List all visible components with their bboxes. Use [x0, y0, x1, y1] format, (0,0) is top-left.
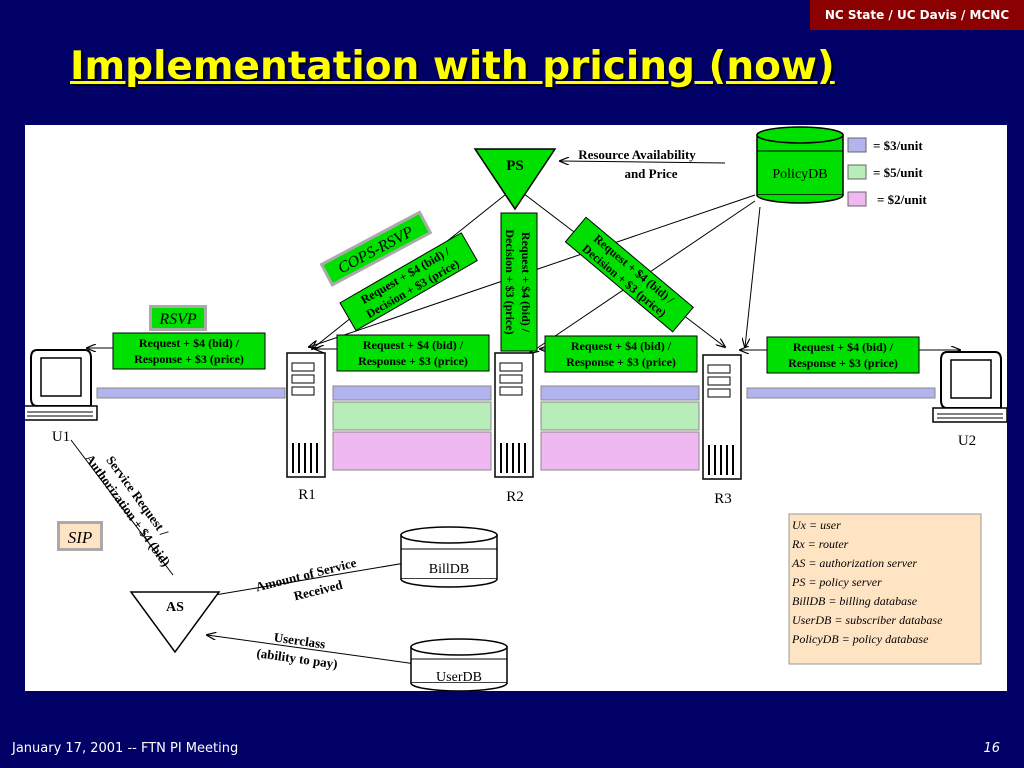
svg-text:UserDB = subscriber database: UserDB = subscriber database: [792, 613, 943, 627]
u2-label: U2: [958, 433, 976, 449]
price-legend: = $3/unit = $5/unit = $2/unit: [847, 137, 927, 207]
policydb-label: PolicyDB: [772, 167, 827, 182]
svg-text:Request + $4 (bid) /: Request + $4 (bid) /: [793, 340, 894, 354]
svg-text:PS = policy server: PS = policy server: [791, 575, 882, 589]
page-number: 16: [983, 741, 1000, 756]
link-r1-r2-5unit: [332, 401, 492, 431]
svg-text:AS = authorization server: AS = authorization server: [791, 556, 917, 570]
link-u1-r1: [96, 387, 286, 399]
diagram-canvas: PS Resource Availability and Price Polic…: [25, 125, 1007, 691]
label-userclass: Userclass (ability to pay): [256, 630, 339, 672]
router-r2-icon: [494, 352, 534, 478]
resource-label-1: Resource Availability: [578, 147, 696, 162]
r1-label: R1: [298, 487, 316, 503]
computer-u1-icon: [25, 349, 98, 421]
userdb-cylinder: [410, 638, 508, 691]
organization-banner: NC State / UC Davis / MCNC: [810, 0, 1024, 30]
svg-text:SIP: SIP: [68, 528, 93, 547]
billdb-cylinder: [400, 526, 498, 588]
glossary-box: Ux = user Rx = router AS = authorization…: [788, 513, 982, 665]
router-r3-icon: [702, 354, 742, 480]
svg-text:Response + $3 (price): Response + $3 (price): [788, 356, 898, 370]
label-r3-u2: Request + $4 (bid) / Response + $3 (pric…: [766, 336, 920, 374]
svg-text:Request + $4 (bid) /: Request + $4 (bid) /: [519, 232, 533, 333]
label-u1-r1: Request + $4 (bid) / Response + $3 (pric…: [112, 332, 266, 370]
svg-text:Userclass: Userclass: [273, 630, 326, 652]
svg-text:BillDB = billing database: BillDB = billing database: [792, 594, 918, 608]
resource-label-2: and Price: [624, 166, 677, 181]
link-r1-r2-3unit: [332, 385, 492, 401]
sip-tag: SIP: [57, 521, 103, 551]
router-r1-icon: [286, 352, 326, 478]
svg-text:RSVP: RSVP: [158, 311, 197, 328]
svg-text:Response + $3 (price): Response + $3 (price): [358, 354, 468, 368]
line-as-billdb: [214, 560, 423, 596]
authorization-server-triangle: [129, 591, 221, 654]
label-r2-r3: Request + $4 (bid) / Response + $3 (pric…: [544, 335, 698, 373]
link-r2-r3-2unit: [540, 431, 700, 471]
line-policydb-ps: [560, 161, 726, 163]
line-userdb-as: [207, 635, 424, 666]
policydb-cylinder: [756, 126, 844, 204]
line-u1-as: [70, 439, 174, 576]
svg-text:Request + $4 (bid) /: Request + $4 (bid) /: [571, 339, 672, 353]
u1-label: U1: [52, 429, 70, 445]
svg-text:Decision + $3 (price): Decision + $3 (price): [503, 229, 517, 334]
svg-text:Request + $4 (bid) /: Request + $4 (bid) /: [363, 338, 464, 352]
ps-label: PS: [506, 158, 524, 174]
label-amount-service: Amount of Service Received: [254, 555, 358, 604]
svg-text:Response + $3 (price): Response + $3 (price): [134, 352, 244, 366]
svg-text:Request + $4 (bid) /: Request + $4 (bid) /: [139, 336, 240, 350]
footer-date-event: January 17, 2001 -- FTN PI Meeting: [12, 741, 239, 756]
svg-text:PolicyDB = policy database: PolicyDB = policy database: [791, 632, 929, 646]
label-ps-r2: Request + $4 (bid) / Decision + $3 (pric…: [500, 212, 538, 352]
link-r2-r3-3unit: [540, 385, 700, 401]
svg-text:Response + $3 (price): Response + $3 (price): [566, 355, 676, 369]
svg-text:Ux = user: Ux = user: [792, 518, 841, 532]
r2-label: R2: [506, 489, 524, 505]
userdb-label: UserDB: [436, 670, 482, 685]
slide-title: Implementation with pricing (now): [70, 44, 835, 89]
svg-text:= $3/unit: = $3/unit: [873, 138, 923, 153]
billdb-label: BillDB: [429, 562, 469, 577]
label-ps-r3: Request + $4 (bid) / Decision + $3 (pric…: [564, 216, 694, 333]
link-r2-r3-5unit: [540, 401, 700, 431]
line-policydb-r3: [745, 206, 761, 347]
computer-u2-icon: [932, 351, 1007, 423]
svg-text:= $5/unit: = $5/unit: [873, 165, 923, 180]
as-label: AS: [166, 600, 184, 615]
svg-text:Rx = router: Rx = router: [791, 537, 849, 551]
label-r1-r2: Request + $4 (bid) / Response + $3 (pric…: [336, 334, 490, 372]
r3-label: R3: [714, 491, 732, 507]
policy-server-triangle: [473, 148, 557, 211]
network-diagram: PS Resource Availability and Price Polic…: [25, 126, 1007, 691]
link-r3-u2: [746, 387, 936, 399]
svg-text:(ability to pay): (ability to pay): [256, 645, 339, 671]
rsvp-tag: RSVP: [149, 305, 207, 331]
svg-text:= $2/unit: = $2/unit: [877, 192, 927, 207]
link-r1-r2-2unit: [332, 431, 492, 471]
